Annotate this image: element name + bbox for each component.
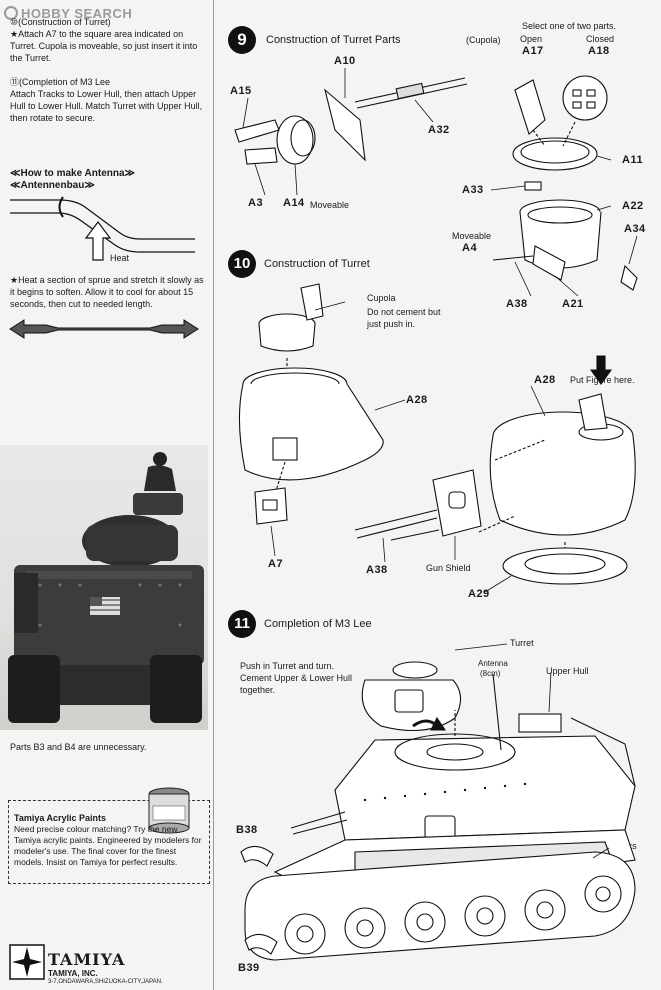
heat-label: Heat [110, 253, 130, 263]
step9-number: 9 [228, 26, 256, 54]
push-turn-note: Push in Turret and turn. Cement Upper & … [240, 661, 353, 695]
step9-diagram [234, 68, 638, 297]
part-a21: A21 [562, 298, 584, 310]
step11-title: Completion of M3 Lee [264, 618, 372, 630]
tamiya-logo-text: TAMIYA [48, 950, 126, 969]
part-b38: B38 [236, 824, 258, 836]
step11-note-head: ⑪(Completion of M3 Lee [10, 77, 111, 87]
part-a14: A14 [283, 197, 305, 209]
magnifier-icon [4, 6, 18, 20]
part-a38-step9: A38 [506, 298, 528, 310]
step9-closed-label: Closed [586, 34, 615, 44]
paint-jar-icon [148, 787, 190, 834]
step9-title: Construction of Turret Parts [266, 34, 401, 46]
part-a15: A15 [230, 85, 252, 97]
antenna-title: ≪How to make Antenna≫ [10, 168, 136, 179]
antenna-length-label: (8cm) [480, 669, 501, 678]
gun-shield-label: Gun Shield [426, 563, 471, 573]
step10-note-body: ★Attach A7 to the square area indicated … [10, 29, 198, 63]
paints-body: Need precise colour matching? Try the ne… [14, 824, 202, 867]
tamiya-star-logo-icon [9, 944, 45, 980]
column-divider [213, 0, 214, 990]
step11-diagram [240, 643, 636, 961]
step9-select-note: Select one of two parts. [522, 21, 617, 31]
part-b39: B39 [238, 962, 260, 974]
part-a32: A32 [428, 124, 450, 136]
part-a17: A17 [522, 45, 544, 57]
step10-title: Construction of Turret [264, 258, 370, 270]
antenna-label: Antenna [478, 659, 508, 668]
antenna-title-de: ≪Antennenbau≫ [10, 180, 95, 191]
part-a28-right: A28 [534, 374, 556, 386]
step11-note-body: Attach Tracks to Lower Hull, then attach… [10, 89, 203, 123]
a14-moveable-label: Moveable [310, 200, 350, 210]
part-a7: A7 [268, 558, 284, 570]
acrylic-paints-box [8, 800, 210, 884]
tamiya-address: 3-7,ONDAWARA,SHIZUOKA-CITY,JAPAN. [48, 979, 163, 985]
unnecessary-parts-note: Parts B3 and B4 are unnecessary. [10, 742, 147, 752]
part-a33: A33 [462, 184, 484, 196]
step10-no-cement-note: Do not cement but just push in. [367, 307, 441, 329]
part-a29: A29 [468, 588, 490, 600]
step10-diagram [238, 283, 636, 593]
step10-cupola-label: Cupola [367, 293, 396, 303]
watermark: HOBBY SEARCH [4, 6, 132, 21]
step11-number: 11 [228, 610, 256, 638]
antenna-body: ★Heat a section of sprue and stretch it … [10, 275, 204, 309]
heat-arrow-icon [84, 221, 112, 261]
stretched-sprue-diagram [9, 319, 199, 339]
part-a4: A4 [462, 242, 478, 254]
paints-title: Tamiya Acrylic Paints [14, 813, 107, 823]
finished-model-photo [0, 445, 208, 730]
upper-hull-label: Upper Hull [546, 666, 589, 676]
part-a10-step9: A10 [334, 55, 356, 67]
part-a28-left: A28 [406, 394, 428, 406]
part-a38-step10: A38 [366, 564, 388, 576]
part-a34: A34 [624, 223, 646, 235]
a4-moveable-label: Moveable [452, 231, 492, 241]
turret-label: Turret [510, 638, 534, 648]
step9-cupola-label: (Cupola) [466, 35, 501, 45]
part-a18: A18 [588, 45, 610, 57]
part-a3: A3 [248, 197, 264, 209]
step10-number: 10 [228, 250, 256, 278]
step9-open-label: Open [520, 34, 543, 44]
step10-note-head: ⑩(Construction of Turret) [10, 17, 111, 27]
part-a22: A22 [622, 200, 644, 212]
part-a11: A11 [622, 154, 644, 166]
tamiya-inc: TAMIYA, INC. [48, 969, 98, 978]
